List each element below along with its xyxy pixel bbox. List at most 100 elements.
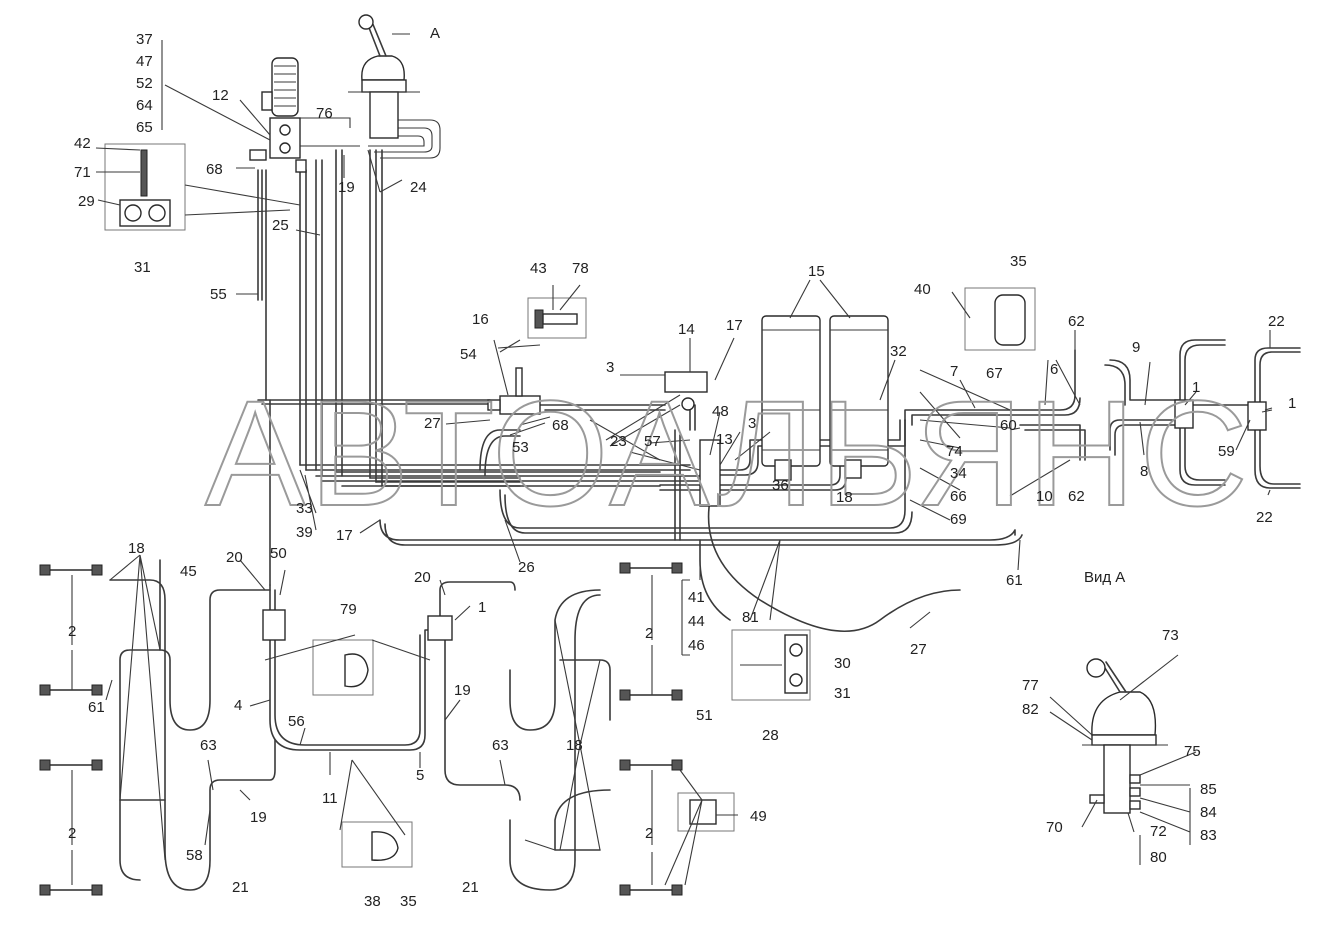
callout: 62 — [1068, 488, 1085, 505]
callout: 69 — [950, 511, 967, 528]
callout: 18 — [836, 489, 853, 506]
callout: 49 — [750, 808, 767, 825]
view-a-joystick — [1082, 658, 1168, 814]
callout: 75 — [1184, 743, 1201, 760]
callout: 11 — [322, 790, 338, 807]
callout: 21 — [232, 879, 249, 896]
distributor-16 — [487, 367, 541, 415]
callout: 71 — [74, 164, 91, 181]
callout: 9 — [1132, 339, 1140, 356]
callout: 73 — [1162, 627, 1179, 644]
callout: 56 — [288, 713, 305, 730]
callout: 57 — [644, 433, 661, 450]
callout: 35 — [1010, 253, 1027, 270]
callout: 55 — [210, 286, 227, 303]
callout: 59 — [1218, 443, 1235, 460]
label-47: 47 — [136, 53, 153, 70]
filter-12 — [261, 57, 299, 117]
callout: 15 — [808, 263, 825, 280]
view-arrow-label: А — [430, 25, 440, 42]
callout: 33 — [296, 500, 313, 517]
callout: 78 — [572, 260, 589, 277]
callout: 60 — [1000, 417, 1017, 434]
callout: 48 — [712, 403, 729, 420]
part-labels: 37 47 52 64 65 А Вид А 12 76 42 71 68 29… — [68, 25, 1296, 910]
callout: 2 — [645, 825, 653, 842]
callout: 58 — [186, 847, 203, 864]
label-84: 84 — [1200, 804, 1217, 821]
callout: 31 — [834, 685, 851, 702]
label-85: 85 — [1200, 781, 1217, 798]
callout: 3 — [748, 415, 756, 432]
callout: 19 — [250, 809, 267, 826]
callout: 4 — [234, 697, 242, 714]
callout: 2 — [68, 825, 76, 842]
callout: 77 — [1022, 677, 1039, 694]
label-64: 64 — [136, 97, 153, 114]
label-83: 83 — [1200, 827, 1217, 844]
callout: 61 — [1006, 572, 1023, 589]
valve-14 — [664, 371, 721, 507]
callout: 66 — [950, 488, 967, 505]
callout: 16 — [472, 311, 489, 328]
callout: 40 — [914, 281, 931, 298]
callout: 72 — [1150, 823, 1167, 840]
callout: 32 — [890, 343, 907, 360]
callout: 13 — [716, 431, 733, 448]
callout: 27 — [424, 415, 441, 432]
label-65: 65 — [136, 119, 153, 136]
callout: 82 — [1022, 701, 1039, 718]
callout: 51 — [696, 707, 713, 724]
callout: 81 — [742, 609, 759, 626]
callout: 14 — [678, 321, 695, 338]
callout: 42 — [74, 135, 91, 152]
callout: 7 — [950, 363, 958, 380]
label-41: 41 — [688, 589, 705, 606]
callout: 67 — [986, 365, 1003, 382]
label-52: 52 — [136, 75, 153, 92]
tee-1-left — [262, 609, 453, 641]
label-37: 37 — [136, 31, 153, 48]
callout: 54 — [460, 346, 477, 363]
callout: 80 — [1150, 849, 1167, 866]
callout: 18 — [128, 540, 145, 557]
callout: 79 — [340, 601, 357, 618]
callout: 38 — [364, 893, 381, 910]
callout: 35 — [400, 893, 417, 910]
label-44: 44 — [688, 613, 705, 630]
callout: 20 — [414, 569, 431, 586]
callout: 27 — [910, 641, 927, 658]
pipe-network — [109, 117, 1301, 891]
callout: 21 — [462, 879, 479, 896]
callout: 70 — [1046, 819, 1063, 836]
callout: 63 — [200, 737, 217, 754]
valve-block-76 — [249, 117, 307, 173]
callout: 50 — [270, 545, 287, 562]
callout: 17 — [726, 317, 743, 334]
callout: 2 — [645, 625, 653, 642]
callout: 53 — [512, 439, 529, 456]
callout: 61 — [88, 699, 105, 716]
callout: 34 — [950, 465, 967, 482]
callout: 63 — [492, 737, 509, 754]
callout: 1 — [1192, 379, 1200, 396]
callout: 22 — [1256, 509, 1273, 526]
callout: 1 — [1288, 395, 1296, 412]
callout: 8 — [1140, 463, 1148, 480]
callout: 19 — [338, 179, 355, 196]
callout: 10 — [1036, 488, 1053, 505]
callout: 6 — [1050, 361, 1058, 378]
callout: 12 — [212, 87, 229, 104]
callout: 36 — [772, 477, 789, 494]
callout: 19 — [454, 682, 471, 699]
callout: 25 — [272, 217, 289, 234]
callout: 26 — [518, 559, 535, 576]
callout: 62 — [1068, 313, 1085, 330]
hose-ends-2 — [39, 562, 683, 896]
callout: 74 — [946, 443, 963, 460]
callout: 20 — [226, 549, 243, 566]
callout: 68 — [206, 161, 223, 178]
callout: 22 — [1268, 313, 1285, 330]
